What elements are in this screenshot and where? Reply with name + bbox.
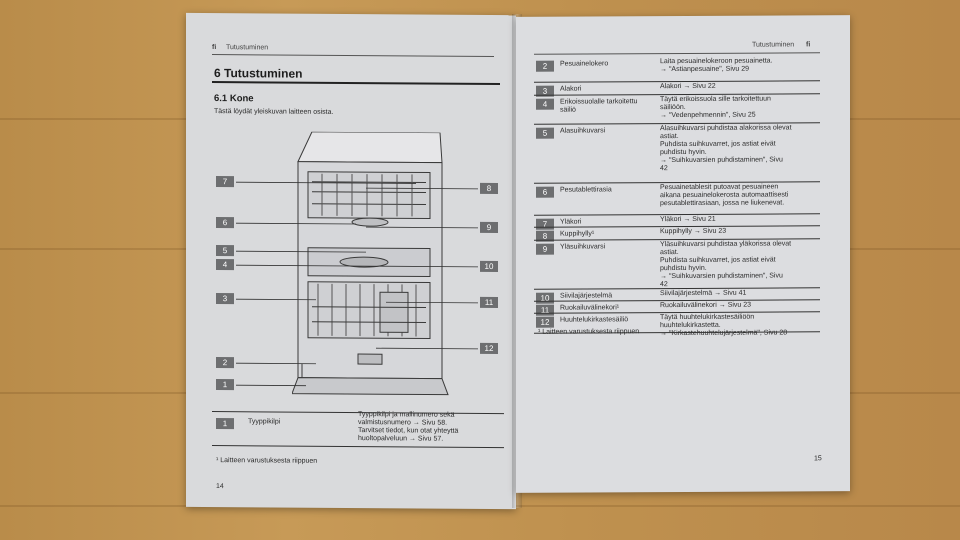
callout-3: 3: [216, 293, 234, 305]
row-name: Yläsuihkuvarsi: [560, 243, 606, 251]
callout-lines: [236, 181, 478, 387]
callout-1: 1: [216, 379, 234, 391]
row-name: Alasuihkuvarsi: [560, 127, 606, 135]
row-description: Alasuihkuvarsi puhdistaa alakorissa olev…: [660, 124, 792, 173]
language-mark: fi: [806, 41, 811, 49]
header-rule: [212, 54, 494, 57]
footnote: ¹ Laitteen varustuksesta riippuen: [538, 328, 640, 336]
row-description: Siivilajärjestelmä → Sivu 41: [660, 289, 747, 298]
row-description: Yläkori → Sivu 21: [660, 215, 716, 224]
row-name: Pesuainelokero: [560, 60, 609, 68]
row-name: Alakori: [560, 85, 582, 93]
language-mark: fi: [212, 44, 217, 52]
parts-table: 2 Pesuainelokero Laita pesuainelokeroon pe…: [516, 15, 850, 337]
row-number: 2: [536, 60, 554, 72]
row-description: Yläsuihkuvarsi puhdistaa yläkorissa olev…: [660, 240, 792, 289]
page-number: 14: [216, 483, 224, 491]
row-name: Huuhtelukirkastesäiliö: [560, 316, 629, 324]
row-name: Kuppihylly¹: [560, 230, 595, 238]
row-name: Tyyppikilpi: [248, 418, 281, 426]
chapter-rule: [212, 81, 500, 86]
callout-10: 10: [480, 260, 498, 273]
chapter-title: 6 Tutustuminen: [214, 66, 303, 81]
callout-4: 4: [216, 259, 234, 271]
row-description: Laita pesuainelokeroon pesuainetta.→ "As…: [660, 57, 773, 74]
row-number: 10: [536, 292, 554, 304]
row-number: 9: [536, 243, 554, 255]
row-number: 11: [536, 304, 554, 316]
callout-12: 12: [480, 342, 498, 355]
running-header: Tutustuminen: [752, 41, 795, 49]
callout-8: 8: [480, 182, 498, 195]
row-number: 5: [536, 127, 554, 139]
callout-5: 5: [216, 245, 234, 257]
intro-text: Tästä löydät yleiskuvan laitteen osista.: [214, 108, 334, 116]
footnote: ¹ Laitteen varustuksesta riippuen: [216, 457, 318, 465]
dishwasher-illustration: [292, 131, 449, 396]
running-header: Tutustuminen: [226, 44, 269, 52]
callout-7: 7: [216, 176, 234, 188]
table-bottom-rule: [212, 445, 504, 449]
callout-6: 6: [216, 217, 234, 229]
callout-2: 2: [216, 357, 234, 369]
right-page: Tutustuminen fi 2 Pesuainelokero Laita pes…: [516, 15, 850, 493]
callout-9: 9: [480, 221, 498, 234]
row-description: Tyyppikilpi ja mallinumero sekä valmistu…: [358, 411, 459, 443]
row-number: 12: [536, 316, 554, 328]
header-rule: [534, 52, 820, 55]
page-number: 15: [814, 455, 822, 463]
row-description: Ruokailuvälinekori → Sivu 23: [660, 301, 752, 310]
callout-11: 11: [480, 296, 498, 309]
row-description: Kuppihylly → Sivu 23: [660, 227, 727, 236]
row-description: Alakori → Sivu 22: [660, 82, 716, 91]
row-number: 4: [536, 98, 554, 110]
row-name: Pesutablettirasia: [560, 186, 612, 194]
left-page: fi Tutustuminen 6 Tutustuminen 6.1 Kone …: [186, 12, 516, 510]
section-title: 6.1 Kone: [214, 93, 254, 105]
row-number: 6: [536, 186, 554, 198]
row-number: 1: [216, 418, 234, 430]
row-number: 7: [536, 218, 554, 230]
